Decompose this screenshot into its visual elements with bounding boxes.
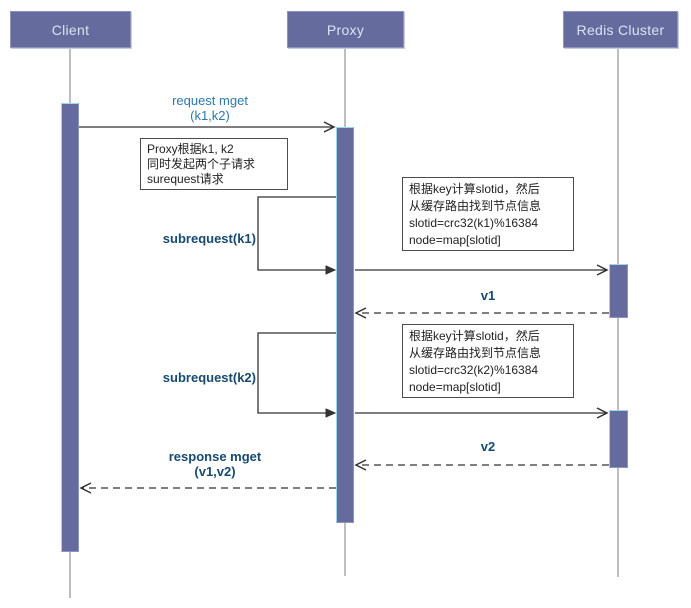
label-request-mget-line1: request mget [172, 93, 248, 108]
activation-redis-1 [609, 264, 628, 318]
note-redis-k2-line3: slotid=crc32(k2)%16384 [409, 363, 539, 377]
actor-redis-cluster: Redis Cluster [563, 11, 678, 48]
label-subrequest-k2: subrequest(k2) [162, 370, 256, 385]
actor-proxy: Proxy [287, 11, 404, 48]
note-redis-slotid-k1: 根据key计算slotid，然后 从缓存路由找到节点信息 slotid=crc3… [402, 177, 574, 251]
actor-redis-cluster-label: Redis Cluster [576, 21, 665, 38]
note-proxy-line2: 同时发起两个子请求 [147, 157, 256, 171]
note-redis-k1-line1: 根据key计算slotid，然后 [409, 182, 540, 196]
activation-redis-2 [609, 410, 628, 468]
note-proxy-line1: Proxy根据k1, k2 [147, 142, 234, 156]
label-v1: v1 [480, 288, 496, 303]
label-response-mget-line2: (v1,v2) [194, 464, 236, 479]
note-redis-k2-line1: 根据key计算slotid，然后 [409, 329, 540, 343]
note-redis-k2-line4: node=map[slotid] [409, 380, 501, 394]
note-redis-slotid-k2: 根据key计算slotid，然后 从缓存路由找到节点信息 slotid=crc3… [402, 324, 574, 398]
actor-proxy-label: Proxy [326, 21, 365, 38]
note-redis-k1-line2: 从缓存路由找到节点信息 [409, 199, 542, 213]
label-response-mget: response mget (v1,v2) [150, 449, 280, 479]
label-response-mget-line1: response mget [168, 449, 262, 464]
note-redis-k2-line2: 从缓存路由找到节点信息 [409, 346, 542, 360]
note-redis-k1-line3: slotid=crc32(k1)%16384 [409, 216, 539, 230]
label-subrequest-k1: subrequest(k1) [162, 231, 256, 246]
actor-client: Client [10, 11, 131, 48]
actor-client-label: Client [51, 21, 90, 38]
note-redis-k1-line4: node=map[slotid] [409, 233, 501, 247]
note-proxy-subrequests: Proxy根据k1, k2 同时发起两个子请求 surequest请求 [140, 138, 288, 190]
arrow-subrequest-k1-selfloop [257, 196, 336, 270]
activation-proxy [336, 127, 354, 523]
activation-client [61, 103, 79, 552]
label-v2: v2 [480, 439, 496, 454]
label-request-mget: request mget (k1,k2) [145, 93, 275, 123]
note-proxy-line3: surequest请求 [147, 172, 224, 186]
arrow-subrequest-k2-selfloop [257, 332, 336, 413]
label-request-mget-line2: (k1,k2) [190, 108, 230, 123]
